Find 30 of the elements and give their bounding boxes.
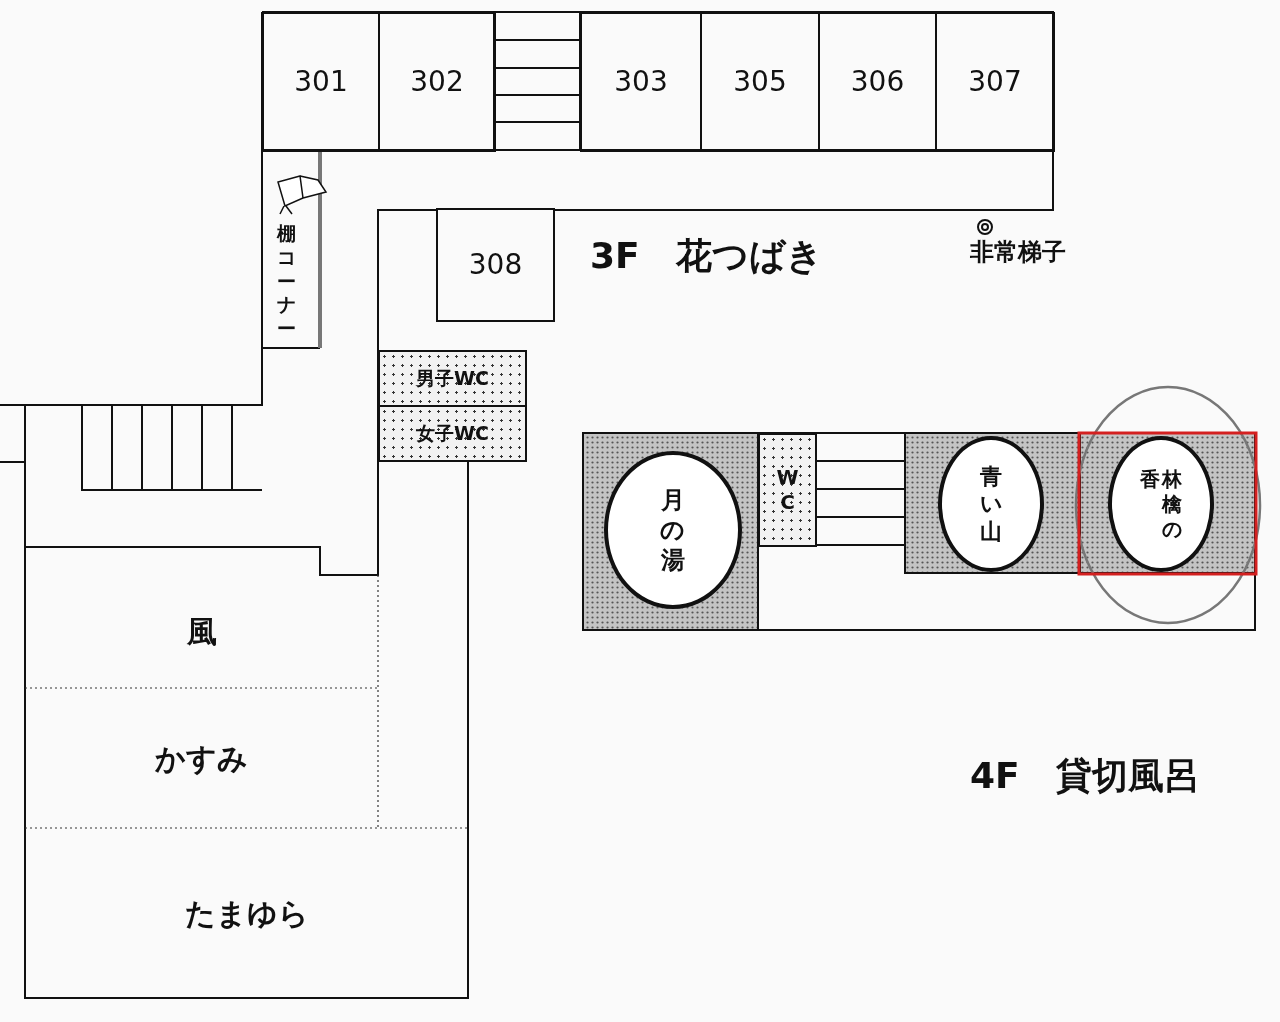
guest-room (378, 12, 496, 152)
toilet-label: 男子WC (416, 368, 489, 389)
toilet-room (378, 350, 527, 407)
room-number: 308 (468, 249, 523, 281)
toilet-room (758, 433, 817, 547)
floor-title: 4F 貸切風呂 (970, 754, 1200, 798)
room-number: 303 (614, 66, 668, 98)
room-number: 302 (410, 66, 464, 98)
bath-name: 林檎の香 (1139, 466, 1183, 542)
bath-name: 青い山 (978, 462, 1004, 546)
guest-room (700, 12, 820, 152)
guest-room (935, 12, 1055, 152)
floor-title: 3F 花つばき (590, 234, 823, 278)
guest-room (818, 12, 937, 152)
room-number: 306 (850, 66, 905, 98)
room-number: 307 (968, 66, 1022, 98)
room-number: 301 (294, 66, 348, 98)
guest-room (580, 12, 702, 152)
corner-label: 棚コーナー (277, 222, 296, 341)
room-number: 305 (733, 66, 787, 98)
bath-name: たまゆら (184, 896, 309, 930)
guest-room (436, 208, 555, 322)
bath-name: 風 (186, 615, 217, 648)
guest-room (262, 12, 380, 152)
emergency-ladder-label: 非常梯子 (970, 237, 1066, 268)
bath-name: 月の湯 (659, 485, 687, 575)
toilet-label: WC (776, 465, 799, 515)
toilet-label: 女子WC (416, 423, 489, 444)
toilet-room (378, 405, 527, 462)
bath-name: かすみ (155, 741, 248, 775)
